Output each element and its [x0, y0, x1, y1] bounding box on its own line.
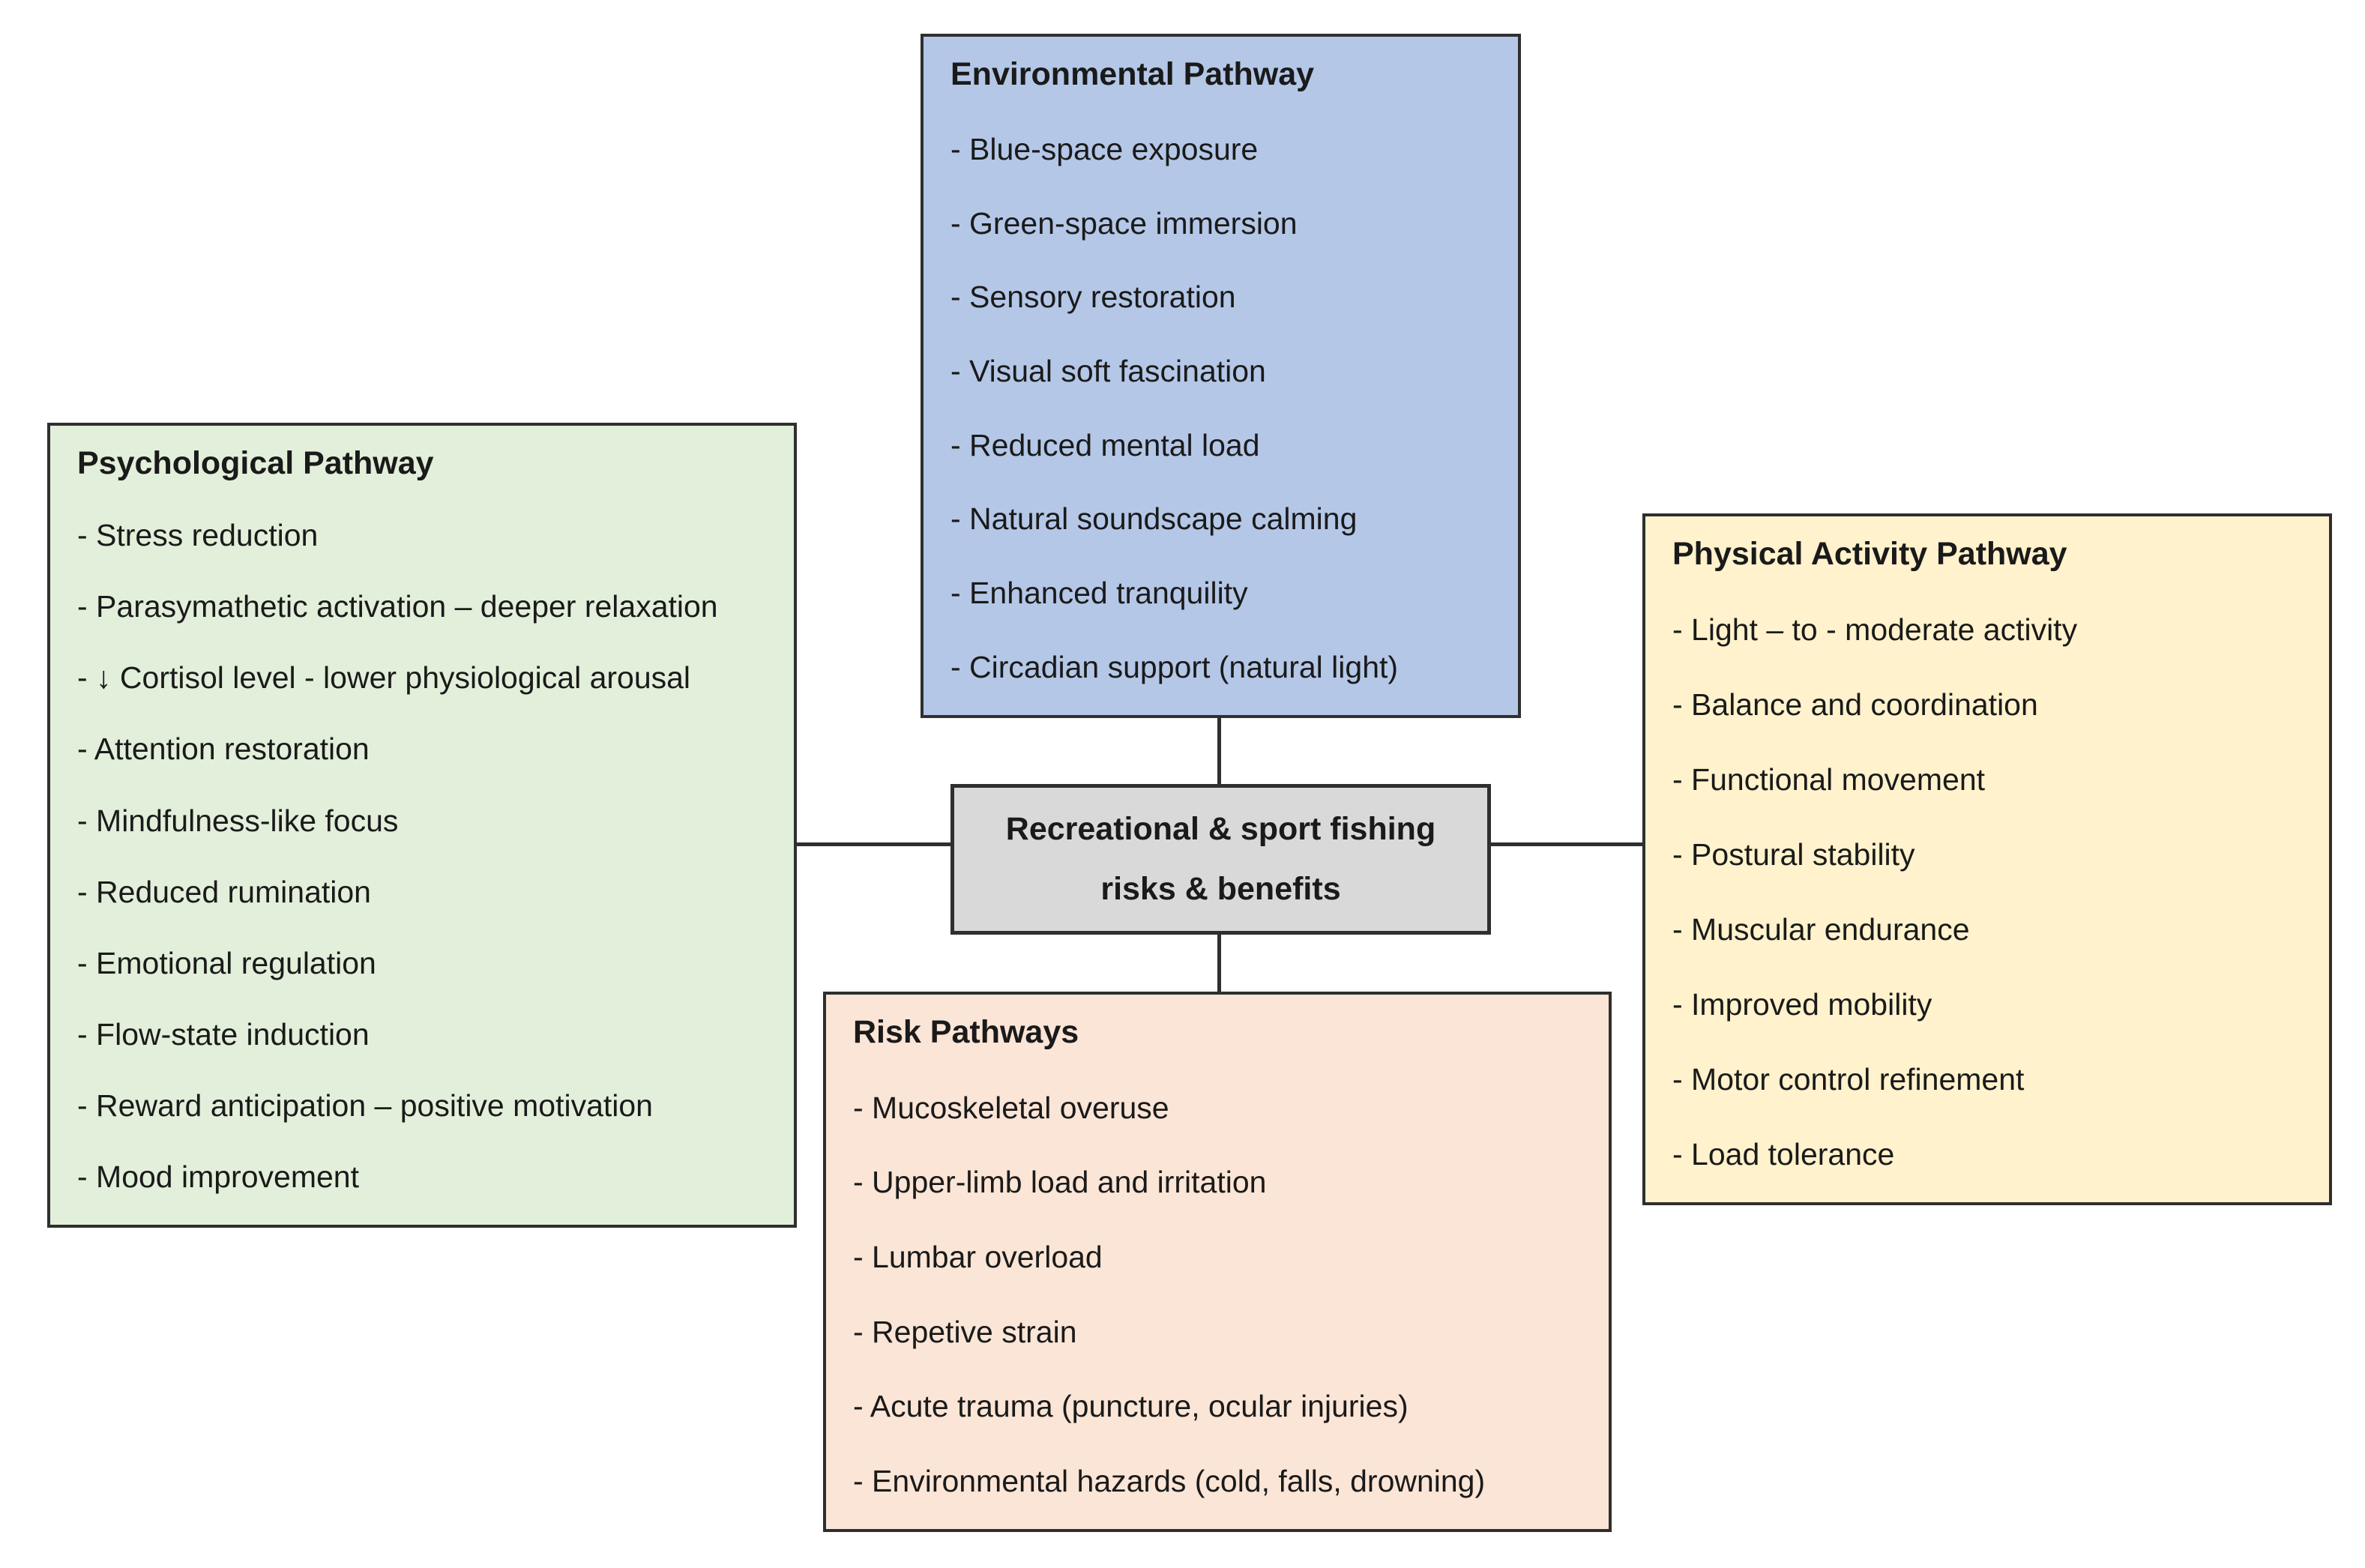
list-item: - Attention restoration — [77, 732, 370, 767]
psychological-pathway-box: Psychological Pathway - Stress reduction… — [47, 423, 797, 1228]
list-item: - Parasymathetic activation – deeper rel… — [77, 589, 718, 624]
list-item: - Sensory restoration — [950, 280, 1236, 315]
list-item: - Mindfulness-like focus — [77, 803, 399, 838]
list-item: - Stress reduction — [77, 518, 319, 553]
psychological-pathway-title: Psychological Pathway — [77, 445, 434, 481]
list-item: - Natural soundscape calming — [950, 501, 1358, 537]
list-item: - Blue-space exposure — [950, 131, 1259, 166]
list-item: - Mood improvement — [77, 1159, 359, 1194]
physical-activity-pathway-title: Physical Activity Pathway — [1672, 536, 2067, 572]
environmental-pathway-title: Environmental Pathway — [950, 56, 1315, 92]
list-item: - Acute trauma (puncture, ocular injurie… — [853, 1389, 1409, 1424]
list-item: - Muscular endurance — [1672, 911, 1970, 947]
connector-top-vertical — [1217, 718, 1221, 784]
list-item: - Environmental hazards (cold, falls, dr… — [853, 1463, 1486, 1498]
central-topic-line1: Recreational & sport fishing — [1005, 811, 1436, 848]
list-item: - Upper-limb load and irritation — [853, 1165, 1267, 1200]
list-item: - Reduced rumination — [77, 874, 371, 909]
list-item: - Enhanced tranquility — [950, 576, 1248, 611]
environmental-pathway-box: Environmental Pathway - Blue-space expos… — [921, 34, 1521, 718]
list-item: - Balance and coordination — [1672, 687, 2038, 723]
list-item: - Reduced mental load — [950, 427, 1260, 462]
physical-activity-pathway-box: Physical Activity Pathway - Light – to -… — [1642, 513, 2332, 1205]
list-item: - Light – to - moderate activity — [1672, 612, 2078, 648]
connector-left-horizontal — [797, 842, 950, 846]
list-item: - Reward anticipation – positive motivat… — [77, 1088, 653, 1123]
central-topic-box: Recreational & sport fishing risks & ben… — [950, 784, 1491, 935]
central-topic-line2: risks & benefits — [1100, 870, 1341, 907]
list-item: - Repetive strain — [853, 1314, 1077, 1349]
list-item: - Flow-state induction — [77, 1016, 370, 1052]
connector-bottom-vertical — [1217, 935, 1221, 992]
list-item: - Load tolerance — [1672, 1136, 1895, 1172]
list-item: - Motor control refinement — [1672, 1061, 2025, 1097]
risk-pathways-title: Risk Pathways — [853, 1014, 1079, 1050]
list-item: - Improved mobility — [1672, 986, 1932, 1022]
list-item: - Lumbar overload — [853, 1240, 1103, 1275]
list-item: - Green-space immersion — [950, 205, 1298, 241]
list-item: - Postural stability — [1672, 837, 1915, 872]
list-item: - Functional movement — [1672, 762, 1986, 797]
connector-right-horizontal — [1491, 842, 1642, 846]
risk-pathways-box: Risk Pathways - Mucoskeletal overuse - Up… — [823, 992, 1612, 1532]
list-item: - Emotional regulation — [77, 945, 376, 980]
list-item: - Visual soft fascination — [950, 354, 1266, 389]
list-item: - ↓ Cortisol level - lower physiological… — [77, 660, 691, 696]
list-item: - Circadian support (natural light) — [950, 649, 1399, 684]
list-item: - Mucoskeletal overuse — [853, 1090, 1169, 1125]
